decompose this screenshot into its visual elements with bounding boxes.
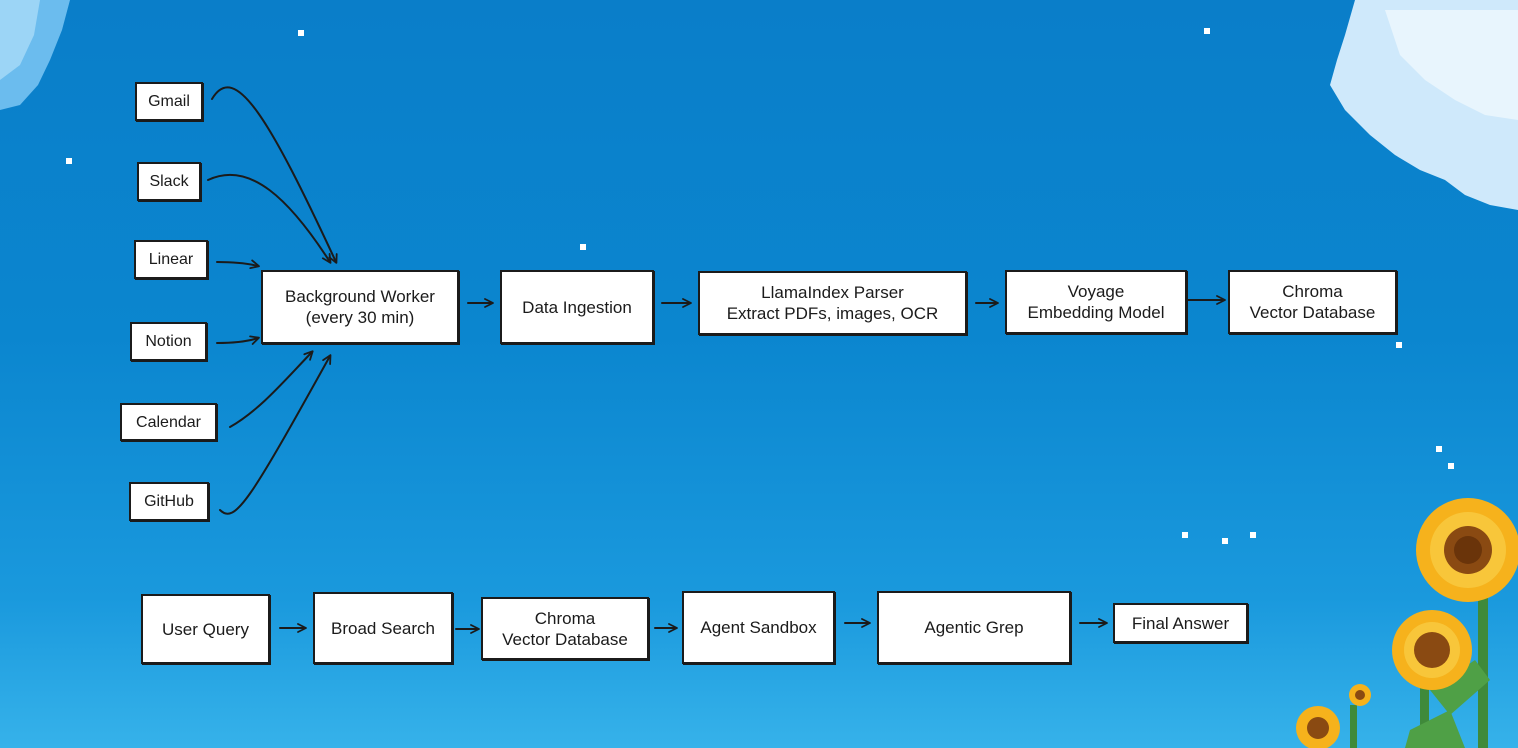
node-linear: Linear [134, 240, 208, 279]
star-sparkle [1204, 28, 1210, 34]
node-gmail: Gmail [135, 82, 203, 121]
edge-slack-worker [207, 173, 332, 264]
node-llamaindex-parser: LlamaIndex Parser Extract PDFs, images, … [698, 271, 967, 335]
star-sparkle [1222, 538, 1228, 544]
edge-notion-worker [216, 335, 260, 345]
node-calendar: Calendar [120, 403, 217, 441]
edge-calendar-worker [229, 350, 314, 428]
star-sparkle [1436, 446, 1442, 452]
star-sparkle [1182, 532, 1188, 538]
star-sparkle [580, 244, 586, 250]
node-agent-sandbox: Agent Sandbox [682, 591, 835, 664]
node-slack: Slack [137, 162, 201, 201]
star-sparkle [1396, 342, 1402, 348]
node-background-worker: Background Worker (every 30 min) [261, 270, 459, 344]
node-chroma-vector-db: Chroma Vector Database [1228, 270, 1397, 334]
star-sparkle [298, 30, 304, 36]
node-voyage-embedding: Voyage Embedding Model [1005, 270, 1187, 334]
node-data-ingestion: Data Ingestion [500, 270, 654, 344]
node-github: GitHub [129, 482, 209, 521]
edge-gmail-worker [211, 86, 338, 264]
node-agentic-grep: Agentic Grep [877, 591, 1071, 664]
cloud-top-right [1330, 0, 1518, 210]
node-user-query: User Query [141, 594, 270, 664]
node-notion: Notion [130, 322, 207, 361]
cloud-top-left [0, 0, 70, 110]
star-sparkle [1250, 532, 1256, 538]
star-sparkle [66, 158, 72, 164]
node-broad-search: Broad Search [313, 592, 453, 664]
edge-linear-worker [216, 259, 260, 270]
edge-github-worker [219, 354, 332, 515]
star-sparkle [1448, 463, 1454, 469]
node-chroma-vector-db-query: Chroma Vector Database [481, 597, 649, 660]
node-final-answer: Final Answer [1113, 603, 1248, 643]
sunflowers [1296, 498, 1518, 748]
